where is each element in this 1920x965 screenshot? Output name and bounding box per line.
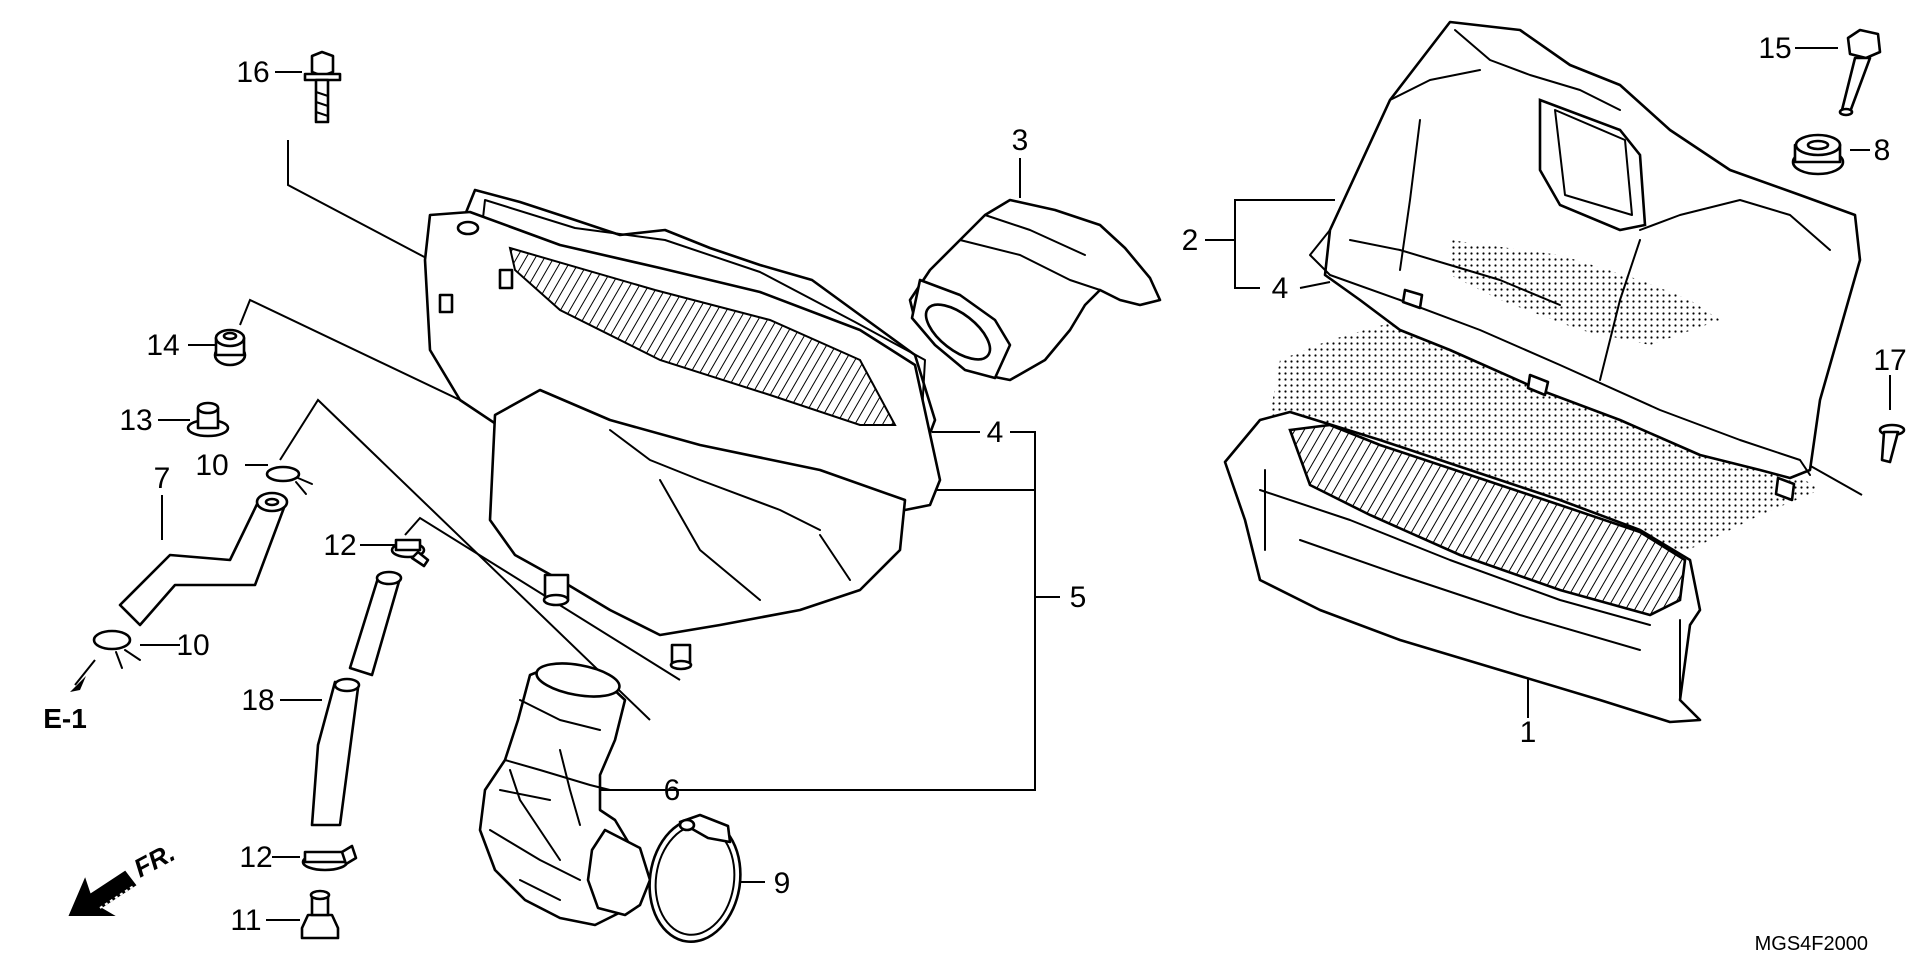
callout-15: 15: [1758, 32, 1791, 65]
air-cleaner-case: [423, 188, 942, 671]
callout-8: 8: [1874, 134, 1891, 167]
callout-4-case: 4: [987, 416, 1004, 449]
callout-12-upper: 12: [323, 529, 356, 562]
screw-17: [1878, 423, 1906, 464]
front-direction-arrow: [68, 870, 137, 916]
reference-e1: E-1: [43, 703, 87, 734]
callout-5: 5: [1070, 581, 1087, 614]
callout-9: 9: [774, 867, 791, 900]
clamp-12-upper: [390, 538, 430, 568]
clamp-12-lower: [301, 844, 358, 872]
leader-lines: [70, 47, 1891, 921]
clip-10-lower: [92, 629, 141, 669]
callout-13: 13: [119, 404, 152, 437]
callout-16: 16: [236, 56, 269, 89]
callout-12-lower: 12: [239, 841, 272, 874]
cap-13: [186, 401, 230, 438]
front-direction-label: FR.: [129, 837, 180, 883]
diagram-code: MGS4F2000: [1755, 933, 1868, 955]
duct-3: [908, 198, 1162, 382]
grommet-14: [213, 328, 247, 367]
hose-7: [118, 491, 289, 627]
callout-4-cover: 4: [1272, 272, 1289, 305]
callout-1: 1: [1520, 716, 1537, 749]
plug-11: [300, 889, 340, 940]
bolt-16: [303, 50, 342, 124]
callout-10-lower: 10: [176, 629, 209, 662]
callout-2: 2: [1182, 224, 1199, 257]
callout-10-upper: 10: [195, 449, 228, 482]
grommet-8: [1791, 133, 1845, 176]
callout-11: 11: [230, 904, 261, 937]
element-1: [1223, 410, 1702, 724]
tube-short: [348, 570, 403, 677]
callout-17: 17: [1873, 344, 1906, 377]
callout-3: 3: [1012, 124, 1029, 157]
screw-15: [1838, 28, 1882, 117]
callout-6: 6: [664, 774, 681, 807]
hose-18: [310, 677, 361, 827]
callout-7: 7: [154, 462, 171, 495]
clip-10-upper: [265, 465, 313, 495]
band-9: [648, 813, 742, 944]
callout-labels: 1 2 3 4 4 5 6 7 8 9 10 10 11 12 12 13 14…: [43, 32, 1906, 955]
callout-14: 14: [146, 329, 179, 362]
boot-6: [478, 662, 652, 927]
callout-18: 18: [241, 684, 274, 717]
